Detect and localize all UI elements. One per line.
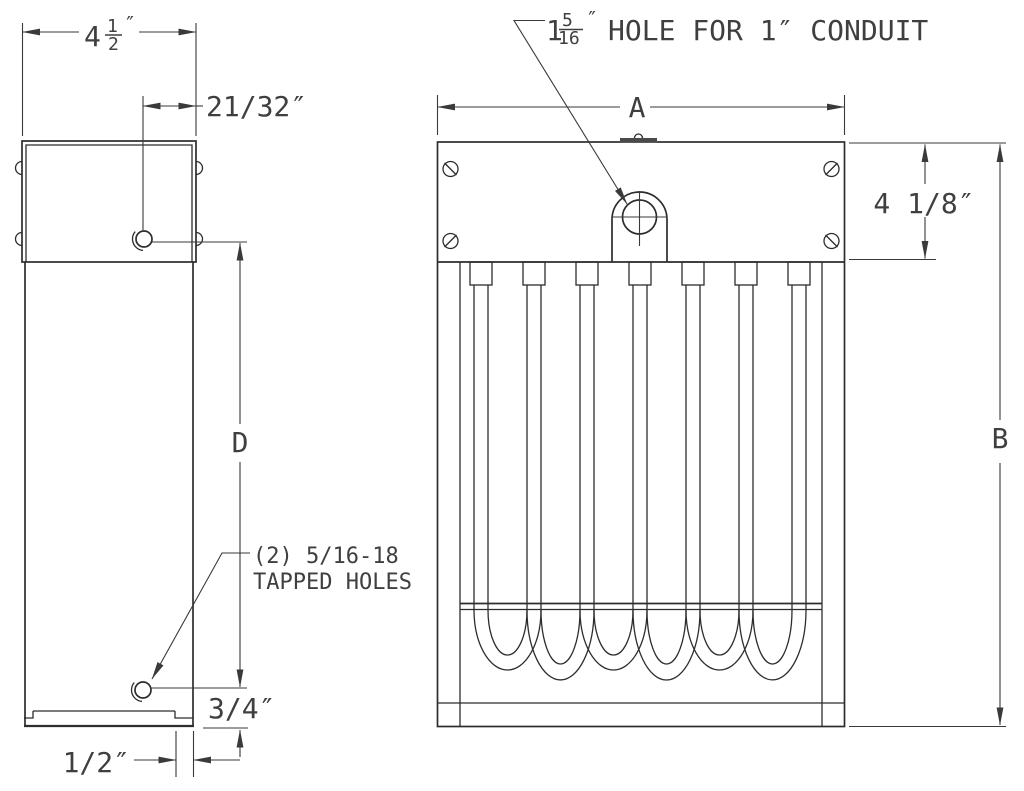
terminal-box-lid: [21, 140, 197, 263]
element-bushing: [628, 261, 652, 286]
callout-text: HOLE FOR 1″ CONDUIT: [608, 14, 928, 47]
dim-hole-to-bottom: 3/4″: [203, 692, 275, 757]
screw-head-bump: [14, 231, 23, 247]
dim-depth-inches: ″: [124, 12, 136, 36]
dim-panel-height-label: 4 1/8″: [873, 187, 974, 220]
tapped-hole-bottom: [134, 681, 152, 699]
element-bushings: [469, 261, 811, 286]
dim-depth-whole: 4: [84, 20, 101, 53]
dim-a-label: A: [629, 91, 646, 124]
element-u-bend: [473, 609, 542, 671]
dim-depth-denominator: 2: [108, 34, 119, 55]
screw-head-bump: [14, 160, 23, 176]
screw-head-bump: [195, 160, 204, 176]
element-bushing: [681, 261, 705, 286]
screw-slot: [825, 234, 838, 248]
front-view: [436, 133, 846, 728]
element-u-bend: [526, 609, 595, 681]
dim-overall-depth: 4 1 2 ″: [21, 12, 197, 136]
dim-hole-offset: 21/32″: [142, 90, 307, 230]
element-u-bend: [699, 609, 740, 656]
screw-slot: [825, 162, 838, 176]
tapped-note-line2: TAPPED HOLES: [253, 570, 412, 595]
dim-b-label: B: [992, 422, 1009, 455]
element-bushing: [787, 261, 811, 286]
element-u-bend: [540, 609, 581, 665]
element-u-bends: [473, 609, 807, 681]
element-tubes: [473, 285, 807, 610]
element-u-bend: [752, 609, 793, 665]
element-u-bend: [646, 609, 687, 665]
callout-whole: 1: [546, 14, 563, 47]
screw-head-bump: [195, 231, 204, 247]
callout-inches: ″: [586, 7, 598, 31]
side-view: [14, 140, 204, 728]
dim-d: D: [151, 241, 249, 689]
panel-screws: [442, 160, 840, 250]
screw-icon: [823, 232, 840, 250]
dim-flange-width-label: 1/2″: [63, 746, 130, 779]
hem-notch-left: [24, 711, 34, 719]
tapped-hole-top-arc: [131, 226, 157, 252]
element-u-bend: [685, 609, 754, 671]
terminal-box-lid-inner: [25, 144, 193, 262]
element-bushing: [734, 261, 758, 286]
element-u-bend: [487, 609, 528, 656]
element-u-bend: [632, 609, 701, 681]
dim-panel-height: 4 1/8″: [849, 144, 975, 261]
element-bushing: [575, 261, 599, 286]
tapped-hole-bottom-arc: [130, 677, 156, 703]
callout-denominator: 16: [558, 28, 580, 49]
callout-numerator: 5: [562, 10, 573, 31]
front-outline: [436, 141, 846, 728]
element-u-bend: [579, 609, 648, 671]
dim-flange-width: 1/2″: [63, 731, 240, 779]
screw-icon: [823, 160, 840, 178]
element-u-bend: [593, 609, 634, 656]
element-bushing: [469, 261, 493, 286]
dim-depth-numerator: 1: [107, 16, 118, 37]
dim-b: B: [849, 142, 1009, 728]
screw-slot: [444, 162, 457, 176]
dim-hole-to-bottom-label: 3/4″: [208, 692, 275, 725]
screw-slot: [444, 234, 457, 248]
element-bushing: [522, 261, 546, 286]
callout-conduit-hole: 1 5 16 ″ HOLE FOR 1″ CONDUIT: [513, 7, 928, 205]
dim-hole-offset-label: 21/32″: [206, 90, 307, 123]
dim-d-label: D: [232, 426, 249, 459]
hem-notch-right: [174, 711, 193, 719]
hanger-tab: [620, 138, 657, 143]
hanger-tab-arc: [633, 133, 644, 139]
dim-a: A: [436, 91, 846, 135]
screw-icon: [442, 232, 459, 250]
note-tapped-holes: (2) 5/16-18 TAPPED HOLES: [151, 544, 412, 680]
screw-icon: [442, 160, 459, 178]
tapped-note-line1: (2) 5/16-18: [253, 544, 399, 569]
element-u-bend: [738, 609, 807, 681]
tapped-hole-top: [135, 230, 153, 248]
